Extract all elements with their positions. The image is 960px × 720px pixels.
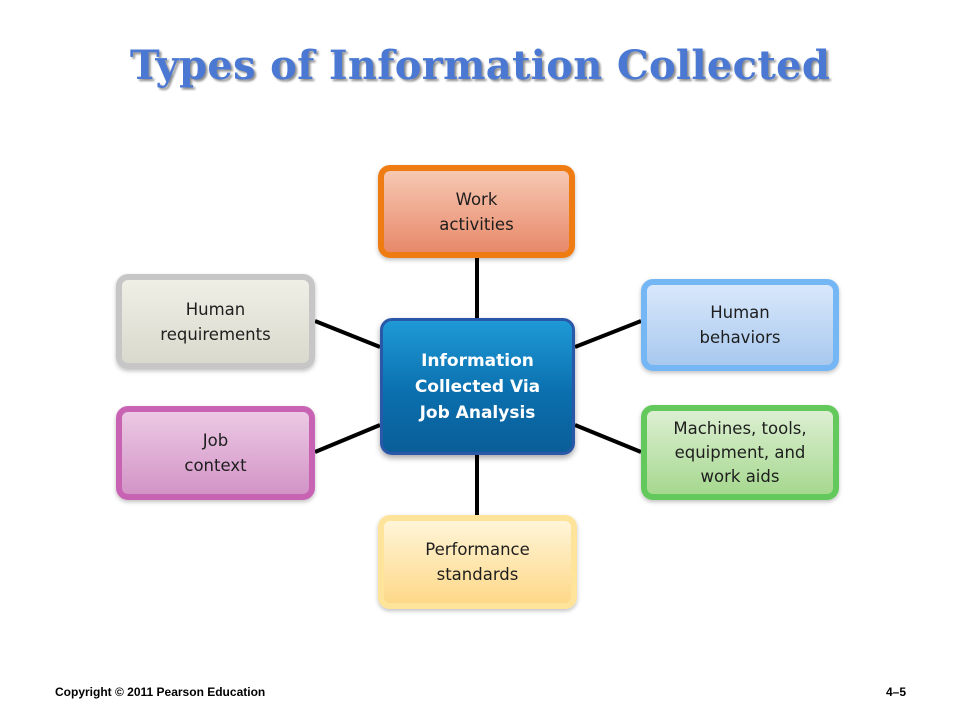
slide-title: Types of Information Collected: [129, 42, 831, 89]
node-label: Human requirements: [160, 299, 271, 344]
node-label: Human behaviors: [699, 303, 781, 347]
node-label: Job context: [184, 431, 247, 475]
node-job-context: Job context: [116, 406, 315, 500]
connector-job-context: [314, 423, 381, 454]
node-machines-tools: Machines, tools, equipment, and work aid…: [641, 405, 839, 500]
node-label: Machines, tools, equipment, and work aid…: [673, 418, 807, 486]
node-label: Performance standards: [425, 540, 530, 584]
footer-copyright: Copyright © 2011 Pearson Education: [55, 685, 266, 699]
center-label: Information Collected Via Job Analysis: [414, 350, 541, 423]
node-human-requirements: Human requirements: [116, 274, 315, 369]
connector-human-behaviors: [574, 319, 642, 349]
node-label: Work activities: [439, 189, 514, 234]
connector-human-requirements: [314, 319, 381, 349]
node-work-activities: Work activities: [378, 165, 575, 258]
node-performance-standards: Performance standards: [378, 515, 577, 609]
node-human-behaviors: Human behaviors: [641, 279, 839, 371]
footer-page-number: 4–5: [885, 685, 906, 699]
connector-machines-tools: [574, 423, 642, 454]
node-center-information-collected: Information Collected Via Job Analysis: [380, 318, 575, 455]
